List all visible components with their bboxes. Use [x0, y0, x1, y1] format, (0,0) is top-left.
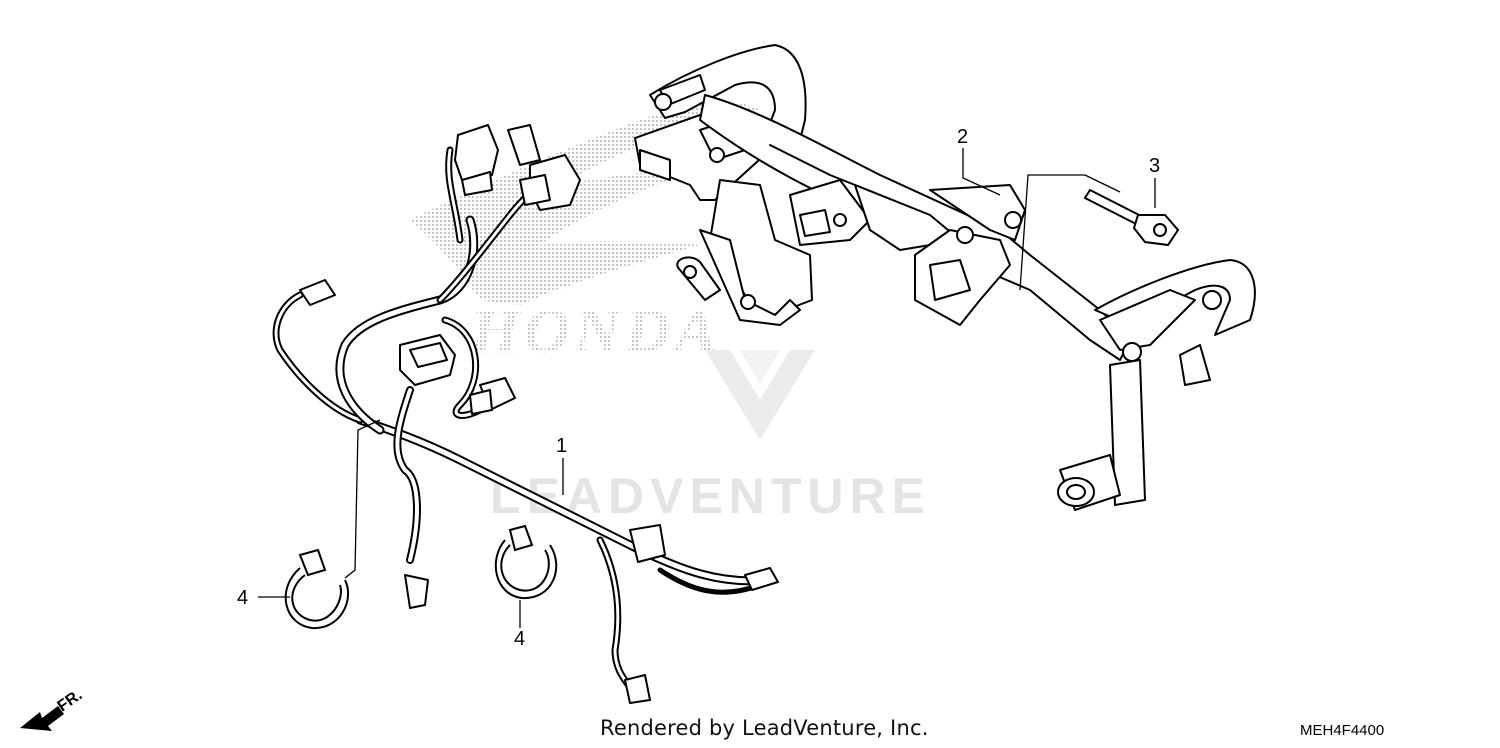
- callout-4-center: 4: [514, 628, 525, 650]
- harness-connectors: [299, 124, 779, 704]
- flange-bolt: [1083, 188, 1180, 247]
- cable-band-center: [494, 524, 558, 600]
- front-arrow-icon: [20, 706, 64, 731]
- wire-harness: [272, 146, 775, 694]
- handlebar-frame-assembly: [634, 44, 1256, 511]
- callout-1: 1: [556, 435, 567, 457]
- leader-lines: [258, 148, 1156, 628]
- honda-wing-watermark: HONDA: [410, 102, 760, 366]
- honda-watermark-text: HONDA: [469, 295, 721, 366]
- leadventure-watermark-text: LEADVENTURE: [490, 468, 931, 524]
- callout-3: 3: [1149, 155, 1160, 177]
- render-credit: Rendered by LeadVenture, Inc.: [600, 716, 929, 740]
- callout-4-left: 4: [237, 587, 248, 609]
- cable-band-left: [284, 548, 350, 630]
- callout-2: 2: [957, 126, 968, 148]
- front-direction-indicator: FR.: [20, 687, 85, 731]
- drawing-code: MEH4F4400: [1300, 722, 1385, 739]
